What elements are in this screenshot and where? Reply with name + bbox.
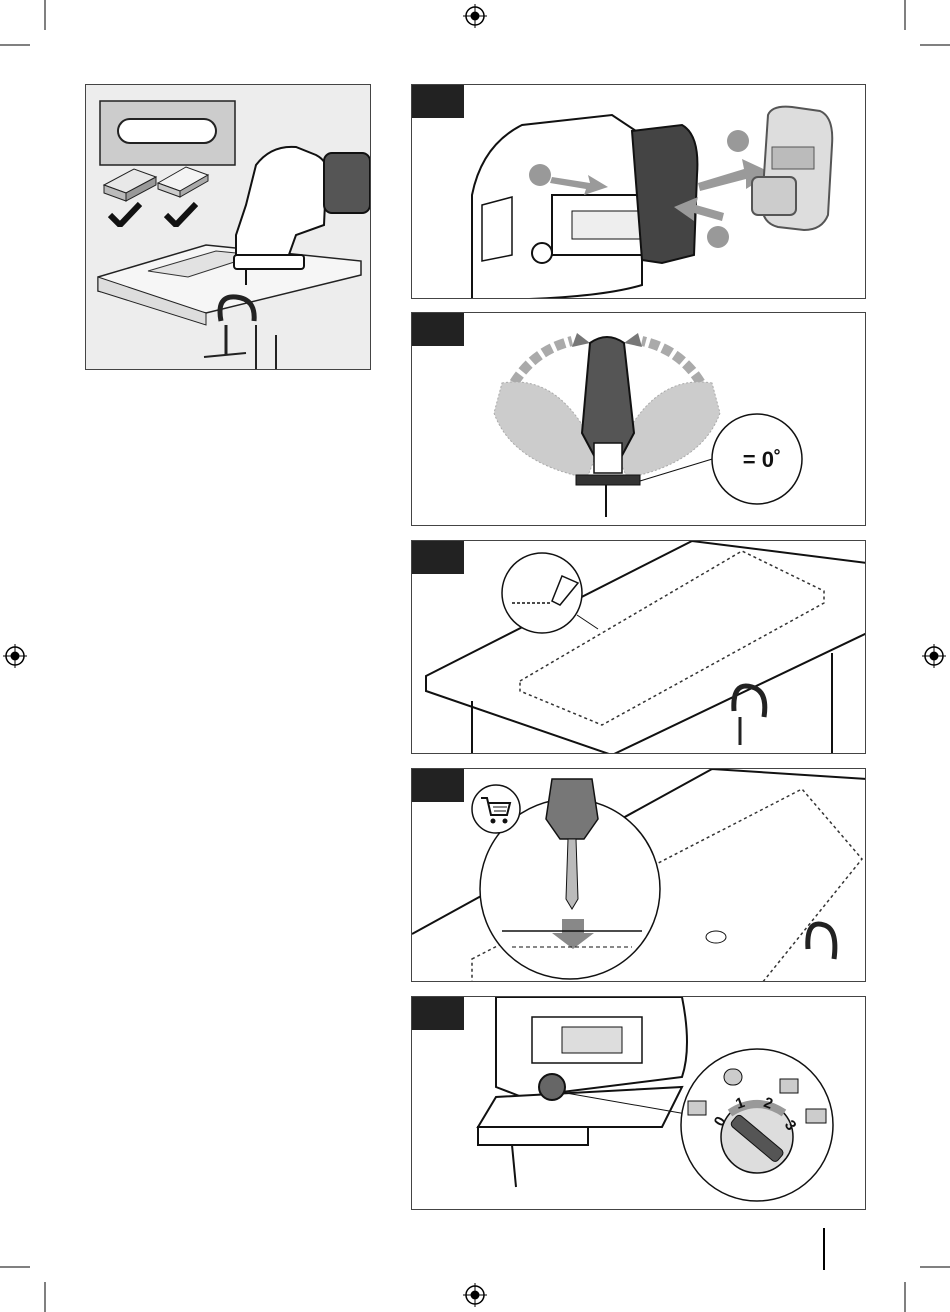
- pendulum-setting-panel: 0 1 2 3: [411, 996, 866, 1210]
- drilling-panel: [411, 768, 866, 982]
- step-number-tab: [412, 313, 464, 346]
- step-number-tab: [412, 997, 464, 1030]
- registration-mark-icon: [922, 644, 946, 668]
- registration-mark-icon: [463, 1283, 487, 1307]
- angle-label: = 0˚: [732, 447, 792, 473]
- check-icon: [108, 201, 142, 227]
- step-number-tab: [412, 769, 464, 802]
- battery-removal-panel: [411, 84, 866, 299]
- check-icon: [164, 201, 198, 227]
- step-number-tab: [412, 541, 464, 574]
- registration-mark-icon: [463, 4, 487, 28]
- step-number-tab: [412, 85, 464, 118]
- materials-panel: [85, 84, 371, 370]
- bevel-angle-panel: = 0˚: [411, 312, 866, 526]
- marking-panel: [411, 540, 866, 754]
- shopping-cart-icon: [479, 795, 513, 825]
- registration-mark-icon: [3, 644, 27, 668]
